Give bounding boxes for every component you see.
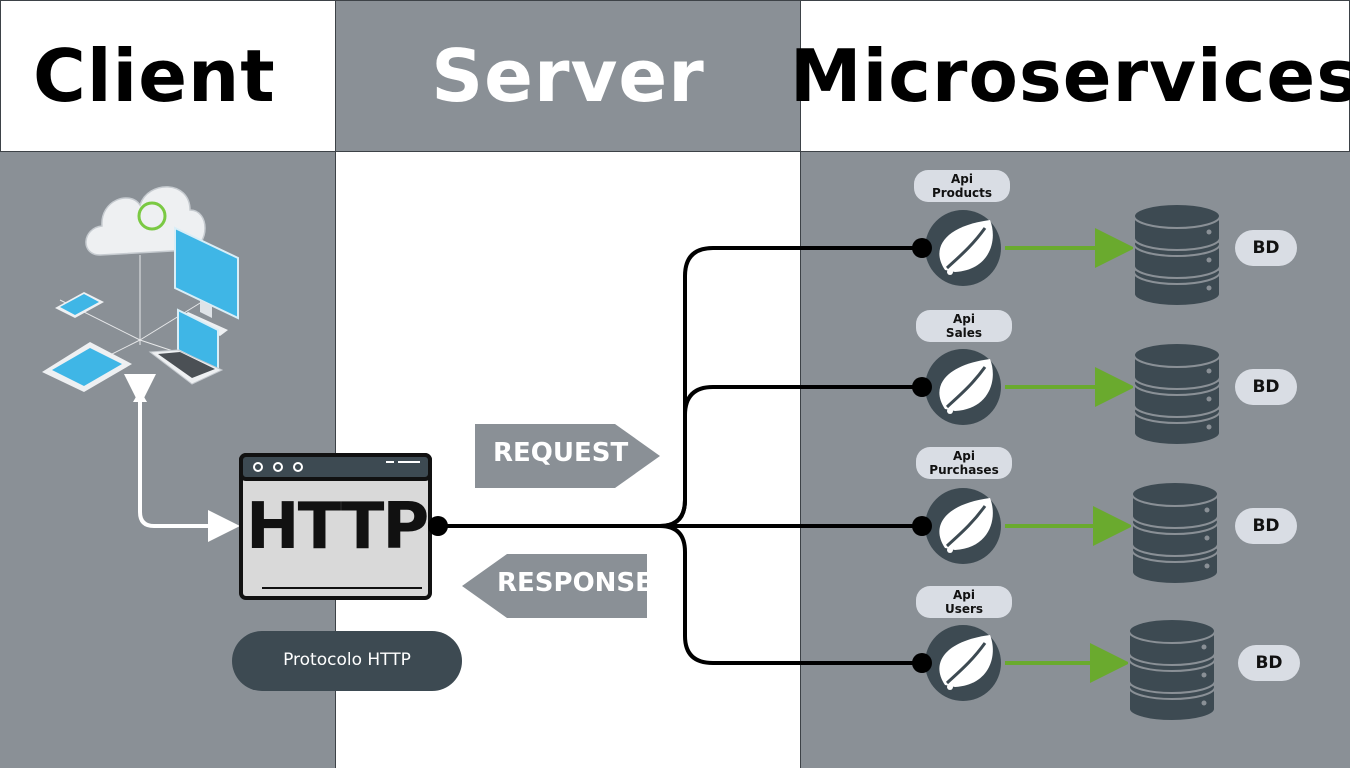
service-connector-dot: [912, 238, 932, 258]
api-label-name: Products: [931, 186, 993, 200]
laptop-icon: [148, 308, 224, 385]
server-header: Server: [335, 0, 801, 152]
db-label-users: BD: [1238, 645, 1300, 681]
service-connector-dot: [912, 516, 932, 536]
api-label-name: Users: [944, 602, 984, 616]
devices-illustration: [42, 186, 239, 392]
http-label: HTTP: [246, 490, 429, 564]
spring-leaf-icon: [925, 488, 1001, 564]
phone-icon: [55, 292, 104, 318]
response-arrow: [462, 554, 647, 618]
spring-leaf-icon: [925, 349, 1001, 425]
spring-leaf-icon: [925, 625, 1001, 701]
microservices-header: Microservices: [790, 0, 1350, 152]
client-to-http-arrow: [138, 398, 240, 542]
response-label: RESPONSE: [497, 568, 653, 598]
api-label-line1: Api: [951, 172, 973, 186]
request-arrow: [475, 424, 660, 488]
http-connector-dot: [428, 516, 448, 536]
http-window-icon: [239, 453, 432, 600]
db-label-purchases: BD: [1235, 508, 1297, 544]
api-label-line1: Api: [953, 312, 975, 326]
service-connector-dot: [912, 653, 932, 673]
tablet-icon: [42, 342, 132, 392]
protocol-http-badge: Protocolo HTTP: [232, 631, 462, 691]
api-label-line1: Api: [953, 588, 975, 602]
client-header: Client: [0, 0, 336, 152]
api-label-name: Sales: [945, 326, 983, 340]
service-node-products: [912, 203, 1221, 307]
service-connector-dot: [912, 377, 932, 397]
api-label-name: Purchases: [929, 463, 999, 477]
connection-lines: [438, 246, 922, 665]
db-label-sales: BD: [1235, 369, 1297, 405]
spring-leaf-icon: [925, 210, 1001, 286]
service-node-sales: [912, 342, 1221, 446]
database-icon: [1131, 481, 1219, 585]
api-label-line1: Api: [953, 449, 975, 463]
service-node-users: [912, 618, 1216, 722]
database-icon: [1128, 618, 1216, 722]
request-label: REQUEST: [493, 438, 629, 468]
database-icon: [1133, 203, 1221, 307]
db-label-products: BD: [1235, 230, 1297, 266]
database-icon: [1133, 342, 1221, 446]
service-node-purchases: [912, 481, 1219, 585]
